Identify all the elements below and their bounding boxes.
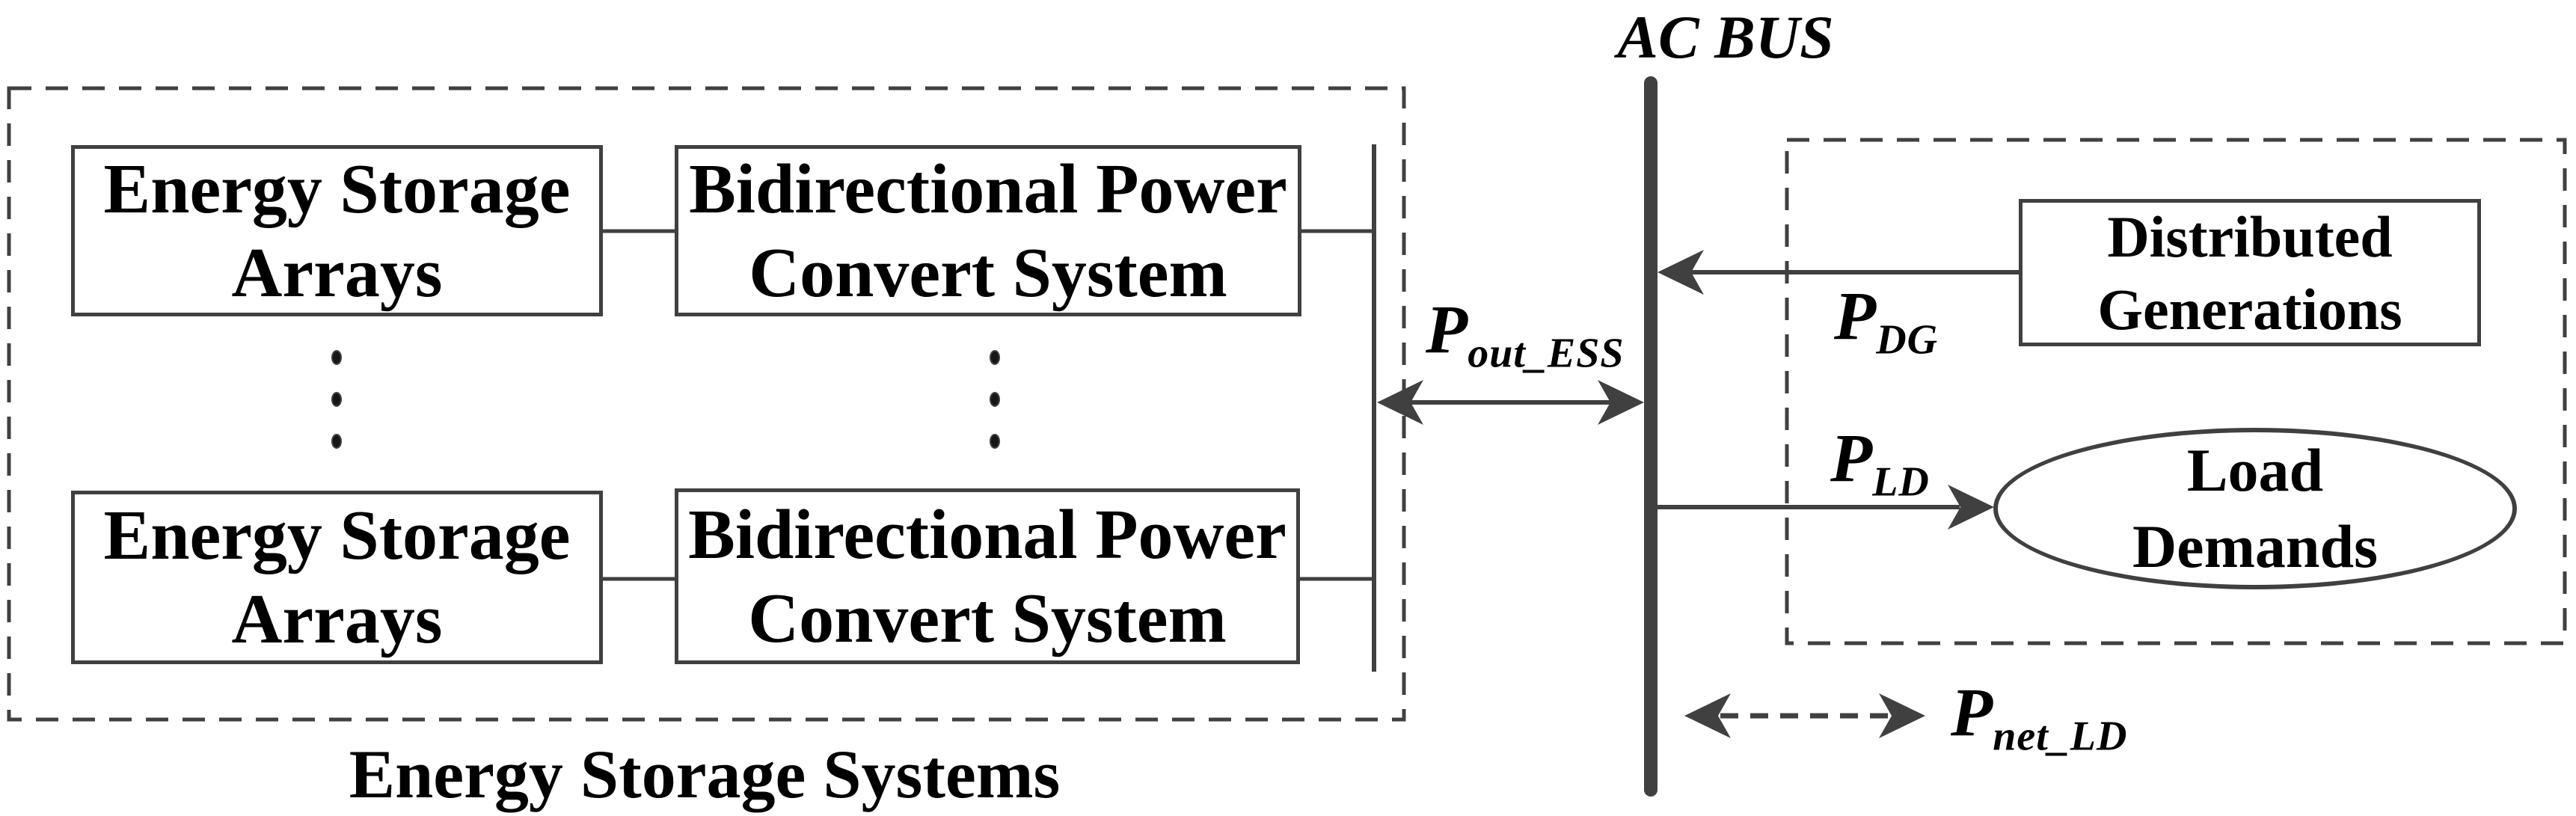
ac-bus-title: AC BUS [1617,3,1834,71]
p-net-ld-arrow [1684,693,1925,738]
energy-storage-arrays-box-2: Energy Storage Arrays [71,491,603,664]
ellipsis-dots-converter [990,350,1000,449]
p-ld-base: P [1830,420,1873,496]
box-label-line: Generations [2097,276,2402,342]
box-label-line: Convert System [749,233,1227,312]
p-net-ld-subscript: net_LD [1993,713,2128,760]
p-net-ld-label: Pnet_LD [1951,678,2127,758]
energy-storage-arrays-box-1: Energy Storage Arrays [71,145,603,316]
bidirectional-power-convert-box-2: Bidirectional Power Convert System [675,488,1300,664]
ellipsis-dots-storage [331,350,342,449]
box-label-line: Bidirectional Power [689,150,1287,228]
box-label-line: Arrays [231,233,443,312]
distributed-generations-box: Distributed Generations [2019,199,2481,346]
p-ld-subscript: LD [1872,458,1930,506]
box-label-line: Energy Storage [103,150,571,228]
box-label-line: Distributed [2107,203,2393,269]
p-net-ld-base: P [1951,674,1993,750]
p-dg-subscript: DG [1876,316,1939,363]
ellipse-label-line: Demands [2132,512,2379,580]
p-out-ess-arrow [1377,380,1644,425]
ellipse-label-line: Load [2186,436,2324,504]
box-label-line: Energy Storage [103,497,571,574]
p-dg-label: PDG [1834,281,1938,361]
load-demands-ellipse: Load Demands [1993,428,2517,589]
p-out-ess-label: Pout_ESS [1426,295,1625,375]
p-out-ess-subscript: out_ESS [1468,330,1625,377]
p-ld-arrow [1651,485,1994,530]
ess-dashed-boundary [7,86,1406,722]
demand-side-dashed-boundary [1785,138,2567,645]
ess-caption: Energy Storage Systems [349,736,1061,812]
box-label-line: Convert System [748,579,1227,657]
bidirectional-power-convert-box-1: Bidirectional Power Convert System [675,145,1301,316]
p-out-ess-base: P [1426,291,1468,367]
box-label-line: Arrays [231,580,443,658]
box-label-line: Bidirectional Power [688,495,1287,574]
p-dg-base: P [1834,277,1877,354]
p-dg-arrow [1657,250,2021,295]
p-ld-label: PLD [1830,423,1930,503]
